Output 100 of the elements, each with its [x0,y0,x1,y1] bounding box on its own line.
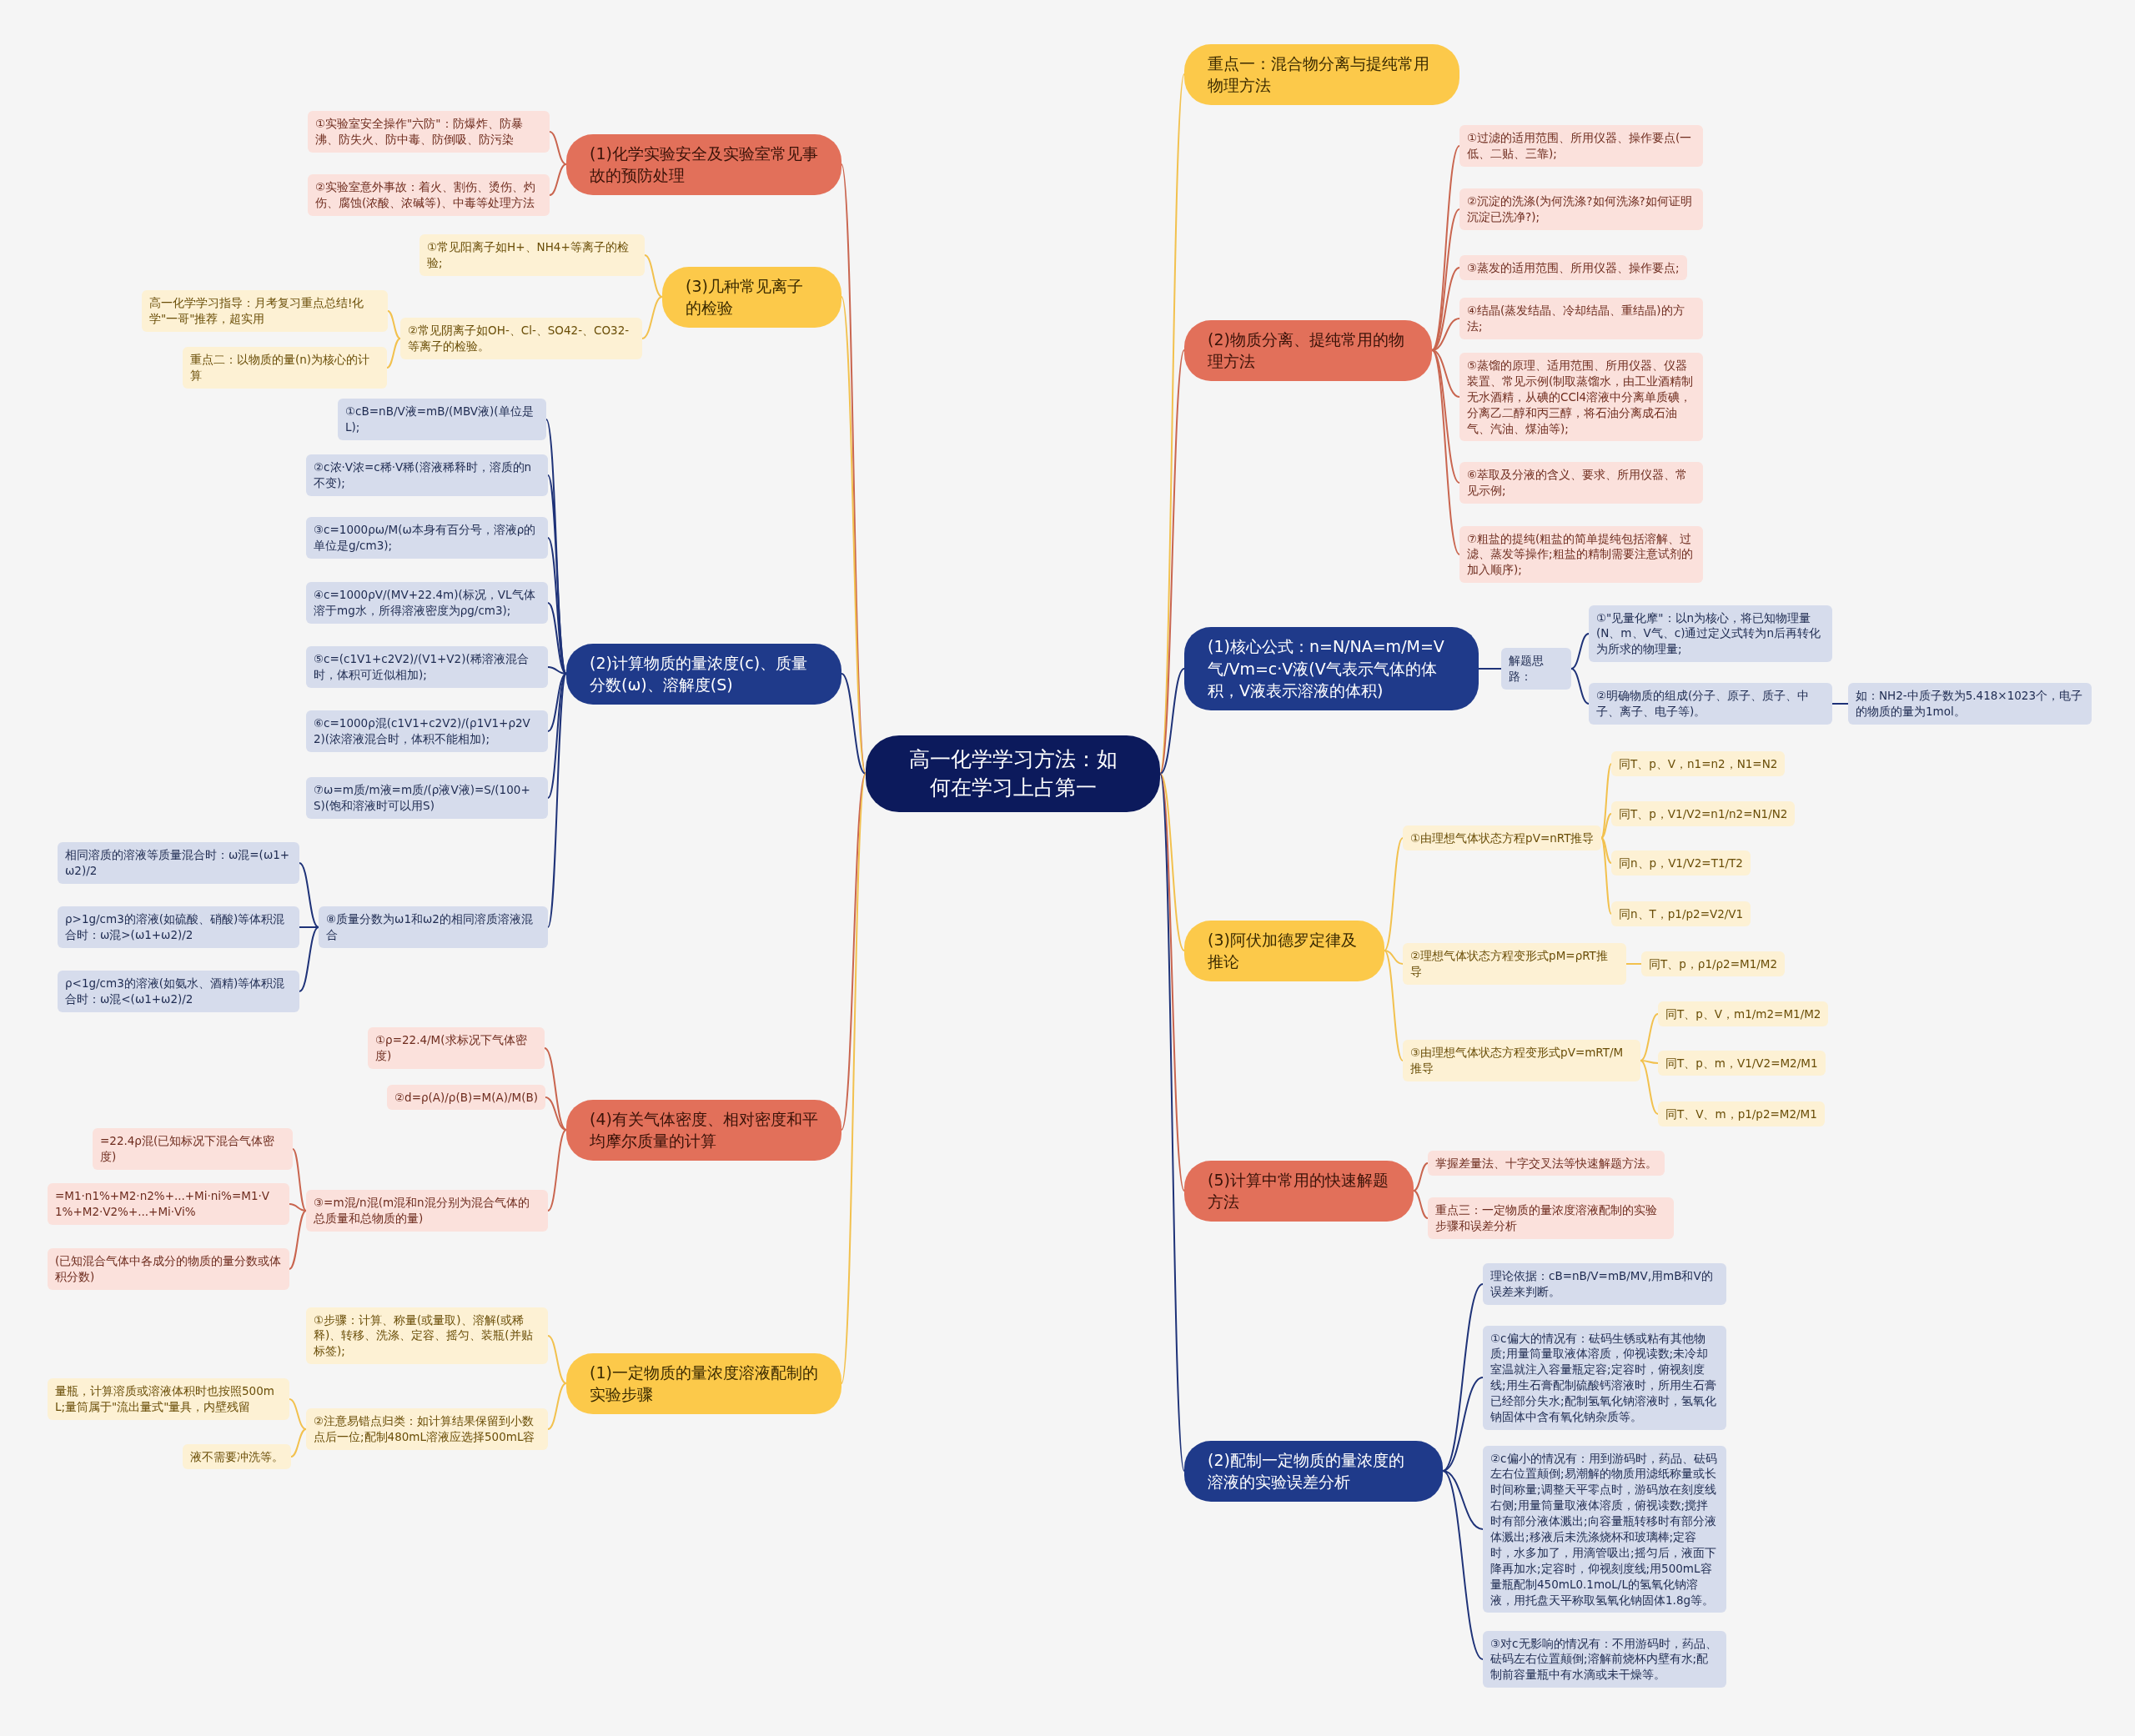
connector-line [547,1382,567,1430]
subtopic-box: 理论依据：cB=nB/V=mB/MV,用mB和V的误差来判断。 [1483,1263,1726,1305]
subtopic-box: ρ>1g/cm3的溶液(如硫酸、硝酸)等体积混合时：ω混>(ω1+ω2)/2 [58,906,299,948]
subtopic-box: ⑤蒸馏的原理、适用范围、所用仪器、仪器装置、常见示例(制取蒸馏水，由工业酒精制无水酒精，从碘的CCl4溶液中分离单质碘，分离乙二醇和丙三醇，将石油分离成石油气、汽油、煤油等); [1459,353,1703,442]
connector-line [544,1047,567,1131]
subtopic-box: ②d=ρ(A)/ρ(B)=M(A)/M(B) [387,1084,545,1111]
connector-line [299,862,319,928]
connector-line [1570,668,1590,705]
subtopic-box: ④c=1000ρV/(MV+22.4m)(标况，VL气体溶于mg水，所得溶液密度为ρg/cm3); [306,582,548,624]
subtopic-box: ③=m混/n混(m混和n混分别为混合气体的总质量和总物质的量) [306,1190,548,1232]
branch-topic: (1)化学实验安全及实验室常见事故的预防处理 [566,133,841,195]
subtopic-box: ①"见量化摩"：以n为核心，将已知物理量(N、m、V气、c)通过定义式转为n后再转化为所求的物理量; [1589,605,1832,663]
connector-line [1640,1060,1659,1115]
subtopic-box: 同T、p，ρ1/ρ2=M1/M2 [1641,951,1785,977]
subtopic-box: ②明确物质的组成(分子、原子、质子、中子、离子、电子等)。 [1589,683,1832,725]
subtopic-box: 同T、p、V，n1=n2，N1=N2 [1611,750,1786,777]
subtopic-box: =M1·n1%+M2·n2%+...+Mi·ni%=M1·V1%+M2·V2%+...+Mi·Vi% [48,1183,289,1225]
subtopic-box: ①cB=nB/V液=mB/(MBV液)(单位是L); [338,399,546,440]
branch-topic: (4)有关气体密度、相对密度和平均摩尔质量的计算 [566,1099,841,1161]
connector-line [547,1129,567,1212]
connector-line [1159,668,1185,775]
branch-topic: (1)核心公式：n=N/NA=m/M=V气/Vm=c·V液(V气表示气体的体积，V液表示溶液的体积) [1184,627,1479,710]
connector-line [1384,950,1404,1061]
subtopic-box: ②常见阴离子如OH-、Cl-、SO42-、CO32-等离子的检验。 [400,318,642,359]
subtopic-box: ②沉淀的洗涤(为何洗涤?如何洗涤?如何证明沉淀已洗净?); [1459,188,1703,230]
subtopic-box: 掌握差量法、十字交叉法等快速解题方法。 [1428,1150,1665,1177]
connector-line [547,673,567,799]
subtopic-box: =22.4ρ混(已知标况下混合气体密度) [93,1128,293,1170]
connector-line [1159,773,1185,951]
connector-line [289,1398,307,1430]
subtopic-box: ①实验室安全操作"六防"：防爆炸、防暴沸、防失火、防中毒、防倒吸、防污染 [308,111,550,153]
connector-line [290,1428,307,1458]
branch-topic: (3)几种常见离子的检验 [662,266,841,328]
subtopic-box: ⑥萃取及分液的含义、要求、所用仪器、常见示例; [1459,462,1703,504]
connector-line [387,310,401,339]
subtopic-box: ①由理想气体状态方程pV=nRT推导 [1403,825,1602,851]
subtopic-box: 同T、p，V1/V2=n1/n2=N1/N2 [1611,800,1796,827]
connector-line [841,673,867,775]
connector-line [547,673,567,732]
subtopic-box: 同T、p、m，V1/V2=M2/M1 [1658,1050,1826,1076]
subtopic-box: 高一化学学习指导：月考复习重点总结!化学"一哥"推荐，超实用 [142,290,388,332]
connector-line [289,1203,307,1212]
subtopic-box: ④结晶(蒸发结晶、冷却结晶、重结晶)的方法; [1459,298,1703,339]
subtopic-box: ②c偏小的情况有：用到游码时，药品、砝码左右位置颠倒;易潮解的物质用滤纸称量或长时间称量;调整天平零点时，游码放在刻度线右侧;用量筒量取液体溶质，俯视读数;搅拌时有部分液体溅出;向容量瓶转移时有部分液体溅出;移液后未洗涤烧杯和玻璃棒;定容时，水多加了，用滴管吸出;摇匀后，液面下降再加水;定容时，仰视刻度线;用500mL容量瓶配制450mL0.1moL/L的氢氧化钠溶液，用托盘天平称取氢氧化钠固体1.8g等。 [1483,1445,1726,1613]
connector-line [1159,773,1185,1192]
subtopic-box: ②理想气体状态方程变形式pM=ρRT推导 [1403,943,1626,985]
subtopic-box: 同n、p，V1/V2=T1/T2 [1611,850,1751,876]
branch-topic: 重点一：混合物分离与提纯常用物理方法 [1184,43,1459,105]
subtopic-box: 同n、T，p1/p2=V2/V1 [1611,901,1751,927]
connector-line [292,1148,307,1212]
connector-line [1384,950,1404,965]
subtopic-box: ③对c无影响的情况有：不用游码时，药品、砝码左右位置颠倒;溶解前烧杯内壁有水;配制前容量瓶中有水滴或未干燥等。 [1483,1630,1726,1688]
subtopic-box: ②注意易错点归类：如计算结果保留到小数点后一位;配制480mL溶液应选择500mL容 [306,1408,548,1450]
subtopic-box: ③蒸发的适用范围、所用仪器、操作要点; [1459,254,1687,281]
connector-line [1625,963,1642,965]
subtopic-box: ①常见阳离子如H+、NH4+等离子的检验; [419,234,645,276]
subtopic-box: ⑦粗盐的提纯(粗盐的简单提纯包括溶解、过滤、蒸发等操作;粗盐的精制需要注意试剂的加入顺序); [1459,525,1703,584]
branch-topic: (2)物质分离、提纯常用的物理方法 [1184,319,1432,381]
connector-line [1413,1162,1429,1192]
connector-line [1442,1377,1484,1472]
subtopic-box: 同T、V、m，p1/p2=M2/M1 [1658,1101,1825,1127]
subtopic-box: ⑧质量分数为ω1和ω2的相同溶质溶液混合 [319,906,548,948]
subtopic-box: ③c=1000ρω/M(ω本身有百分号，溶液ρ的单位是g/cm3); [306,517,548,559]
connector-line [547,602,567,675]
connector-line [299,926,319,992]
connector-line [1570,633,1590,670]
subtopic-box: 同T、p、V，m1/m2=M1/M2 [1658,1001,1829,1027]
subtopic-box: (已知混合气体中各成分的物质的量分数或体积分数) [48,1248,289,1290]
subtopic-box: 重点二：以物质的量(n)为核心的计算 [183,347,387,389]
connector-line [1159,349,1185,775]
connector-line [641,296,663,339]
connector-line [1478,668,1502,670]
subtopic-box: ②实验室意外事故：着火、割伤、烫伤、灼伤、腐蚀(浓酸、浓碱等)、中毒等处理方法 [308,174,550,216]
branch-topic: (1)一定物质的量浓度溶液配制的实验步骤 [566,1352,841,1414]
connector-line [1431,349,1460,484]
subtopic-box: 相同溶质的溶液等质量混合时：ω混=(ω1+ω2)/2 [58,842,299,884]
connector-line [547,673,567,928]
subtopic-box: 量瓶，计算溶质或溶液体积时也按照500mL;量筒属于"流出量式"量具，内壁残留 [48,1378,289,1420]
connector-line [1640,1013,1659,1061]
branch-topic: (2)配制一定物质的量浓度的溶液的实验误差分析 [1184,1440,1443,1502]
connector-line [841,773,867,1384]
connector-line [644,254,663,298]
connector-line [1600,837,1612,864]
subtopic-box: 液不需要冲洗等。 [183,1443,291,1470]
connector-line [1431,349,1460,555]
subtopic-box: ①步骤：计算、称量(或量取)、溶解(或稀释)、转移、洗涤、定容、摇匀、装瓶(并贴标签); [306,1307,548,1365]
connector-line [1159,73,1185,775]
subtopic-box: ⑦ω=m质/m液=m质/(ρ液V液)=S/(100+S)(饱和溶液时可以用S) [306,777,548,819]
connector-line [1442,1470,1484,1530]
branch-topic: (2)计算物质的量浓度(c)、质量分数(ω)、溶解度(S) [566,643,841,705]
subtopic-box: ⑤c=(c1V1+c2V2)/(V1+V2)(稀溶液混合时，体积可近似相加); [306,646,548,688]
subtopic-box: ⑥c=1000ρ混(c1V1+c2V2)/(ρ1V1+ρ2V2)(浓溶液混合时，体积不能相加); [306,710,548,752]
subtopic-box: ①ρ=22.4/M(求标况下气体密度) [368,1027,545,1069]
connector-line [1159,773,1185,1472]
connector-line [289,1210,307,1270]
subtopic-box: ①c偏大的情况有：砝码生锈或粘有其他物质;用量筒量取液体溶质，仰视读数;未冷却室温就注入容量瓶定容;定容时，俯视刻度线;用生石膏配制硫酸钙溶液时，所用生石膏已经部分失水;配制氢氧化钠溶液时，氢氧化钠固体中含有氧化钠杂质等。 [1483,1325,1726,1430]
connector-line [547,666,567,675]
subtopic-box: ρ<1g/cm3的溶液(如氨水、酒精)等体积混合时：ω混<(ω1+ω2)/2 [58,971,299,1012]
connector-line [299,926,319,928]
connector-line [1831,703,1849,705]
